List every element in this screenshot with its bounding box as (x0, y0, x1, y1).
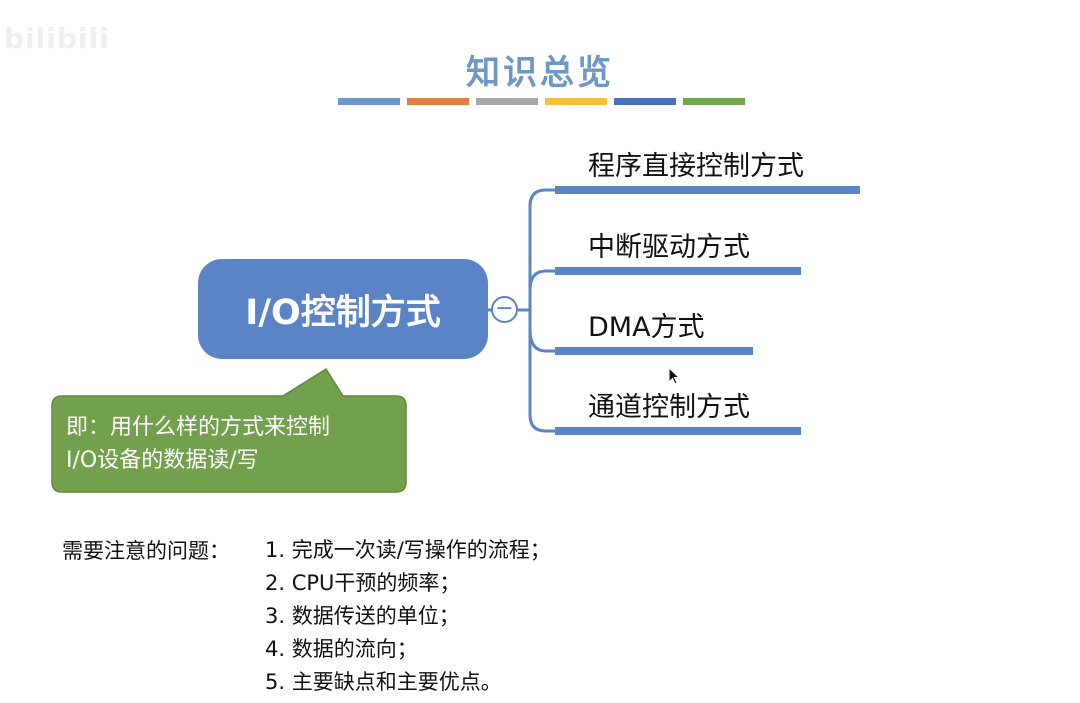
branch-label-4[interactable]: 通道控制方式 (588, 392, 750, 423)
notes-item-1: 1. 完成一次读/写操作的流程； (265, 538, 551, 562)
branch-connector-2 (528, 269, 556, 291)
title-bar-4 (545, 98, 607, 105)
title-bar-1 (338, 98, 400, 105)
bilibili-logo: bilibili (4, 22, 110, 55)
callout-line-2: I/O设备的数据读/写 (66, 448, 259, 473)
notes-item-5: 5. 主要缺点和主要优点。 (265, 670, 502, 694)
collapse-button[interactable]: − (491, 296, 518, 323)
title-bar-3 (476, 98, 538, 105)
notes-item-4: 4. 数据的流向； (265, 637, 418, 661)
branch-connector-4 (528, 310, 556, 433)
callout-bubble (51, 367, 407, 493)
branch-label-1[interactable]: 程序直接控制方式 (588, 151, 804, 182)
branch-label-3[interactable]: DMA方式 (588, 312, 705, 343)
branch-connector-1 (528, 188, 556, 310)
notes-item-3: 3. 数据传送的单位； (265, 604, 460, 628)
callout-text: 即：用什么样的方式来控制 I/O设备的数据读/写 (66, 411, 396, 477)
title-bar-2 (407, 98, 469, 105)
branch-connector-3 (528, 329, 556, 353)
callout-line-1: 即：用什么样的方式来控制 (66, 415, 331, 440)
notes-label: 需要注意的问题： (62, 539, 230, 563)
central-topic-label: I/O控制方式 (245, 292, 441, 333)
notes-list: 1. 完成一次读/写操作的流程； 2. CPU干预的频率； 3. 数据传送的单位… (265, 534, 551, 699)
branch-underline-4 (555, 427, 801, 435)
notes-item-2: 2. CPU干预的频率； (265, 571, 461, 595)
title-bar-6 (683, 98, 745, 105)
branch-label-2[interactable]: 中断驱动方式 (588, 232, 750, 263)
page-title: 知识总览 (466, 53, 614, 93)
branch-underline-2 (555, 267, 801, 275)
mouse-cursor-icon (668, 367, 681, 385)
branch-underline-3 (555, 347, 753, 355)
title-bar-5 (614, 98, 676, 105)
branch-underline-1 (555, 186, 860, 194)
central-topic[interactable]: I/O控制方式 (198, 259, 488, 359)
